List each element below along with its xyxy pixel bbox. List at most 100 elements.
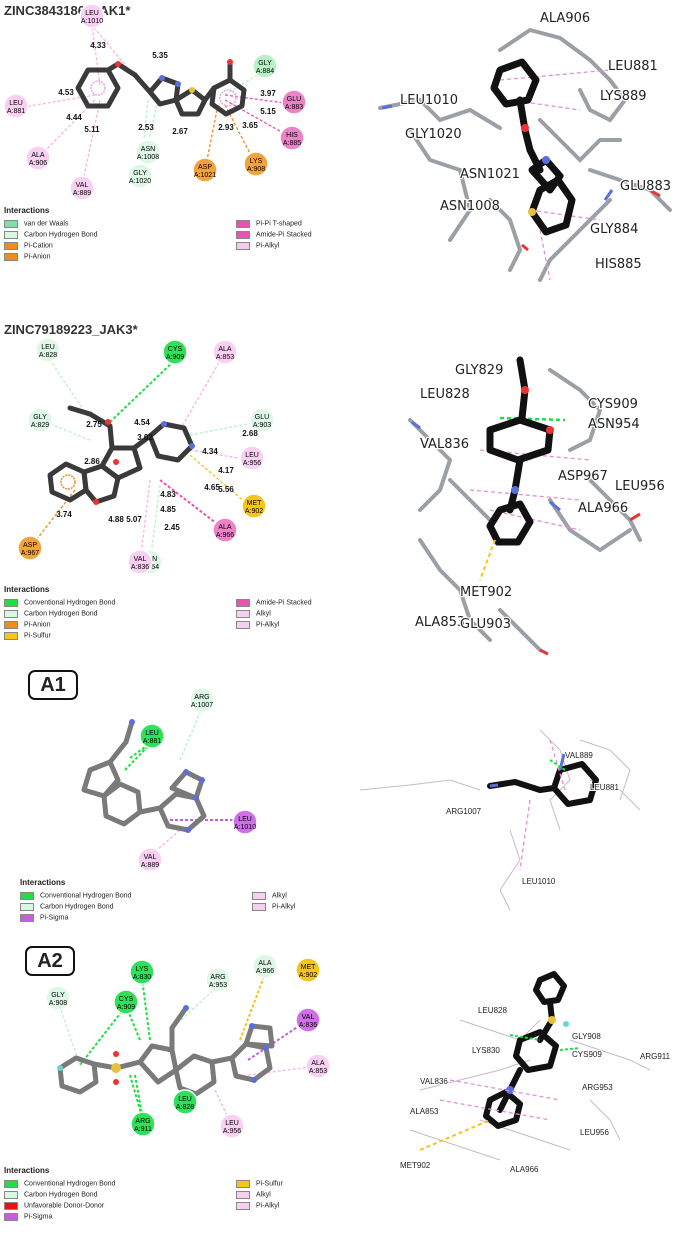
legend-swatch	[236, 1191, 250, 1199]
legend-label: Alkyl	[256, 610, 271, 618]
distance-label: 3.97	[260, 89, 276, 98]
residue-circle	[243, 151, 269, 177]
residue-label-3d: VAL836	[420, 437, 469, 452]
residue-label-3d: ALA966	[578, 501, 628, 516]
legend-swatch	[236, 599, 250, 607]
residue-circle	[249, 407, 275, 433]
residue-label-3d: ASN954	[588, 417, 640, 432]
distance-label: 2.75	[86, 420, 102, 429]
distance-label: 2.93	[218, 123, 234, 132]
residue-number: A:853	[309, 1068, 327, 1075]
residue-circle	[130, 1111, 156, 1137]
legend-title: Interactions	[20, 878, 66, 887]
legend-item: Alkyl	[252, 892, 287, 901]
residue-number: A:908	[247, 166, 265, 173]
residue-name: LEU	[85, 10, 99, 17]
distance-label: 2.86	[84, 457, 100, 466]
distance-label: 4.83	[160, 490, 176, 499]
residue-circle	[239, 445, 265, 471]
residue-number: A:966	[216, 532, 234, 539]
distance-label: 4.33	[90, 41, 106, 50]
residue-number: A:1010	[81, 18, 103, 25]
residue-name: HIS	[286, 132, 298, 139]
distance-label: 4.53	[58, 88, 74, 97]
residue-label-3d: GLY1020	[405, 127, 462, 142]
residue-number: A:830	[133, 974, 151, 981]
residue-name: LYS	[250, 158, 263, 165]
residue-number: A:881	[143, 738, 161, 745]
residue-name: ARG	[194, 694, 209, 701]
residue-number: A:881	[7, 108, 25, 115]
residue-name: VAL	[144, 854, 157, 861]
legend-item: Pi-Sigma	[4, 1213, 52, 1222]
legend-item: Conventional Hydrogen Bond	[4, 1180, 115, 1189]
legend-label: Pi-Cation	[24, 242, 53, 250]
legend-swatch	[4, 220, 18, 228]
distance-label: 3.74	[56, 510, 72, 519]
residue-name: ALA	[31, 152, 45, 159]
distance-label: 4.44	[66, 113, 82, 122]
legend-item: Pi-Alkyl	[252, 903, 295, 912]
legend-label: Pi-Alkyl	[256, 621, 280, 629]
legend-label: Pi-Sulfur	[256, 1180, 283, 1188]
residue-circle	[212, 339, 238, 365]
legend-title: Interactions	[4, 206, 50, 215]
residue-circle	[252, 953, 278, 979]
residue-label-3d: LYS889	[600, 89, 647, 104]
residue-circle	[135, 139, 161, 165]
residue-circle	[219, 1113, 245, 1139]
distance-label: 5.11	[84, 125, 100, 134]
residue-number: A:967	[21, 550, 39, 557]
legend-swatch	[4, 1213, 18, 1221]
residue-number: A:909	[166, 354, 184, 361]
residue-circle	[295, 1007, 321, 1033]
panel2-3d-residue-labels: GLY829LEU828CYS909ASN954VAL836ASP967LEU9…	[414, 362, 666, 634]
residue-label-3d: GLY908	[572, 1032, 601, 1041]
legend-item: Pi-Sulfur	[4, 632, 51, 641]
distance-label: 4.88	[108, 515, 124, 524]
residue-label-3d: ALA966	[510, 1165, 539, 1174]
distance-label: 2.67	[172, 127, 188, 136]
legend-label: Carbon Hydrogen Bond	[24, 610, 98, 618]
legend-swatch	[20, 892, 34, 900]
legend-swatch	[4, 1191, 18, 1199]
residue-name: LEU	[41, 344, 55, 351]
residue-circle	[172, 1089, 198, 1115]
residue-label-3d: LYS830	[472, 1046, 500, 1055]
residue-number: A:903	[253, 422, 271, 429]
legend-item: Pi-Anion	[4, 253, 50, 262]
legend-swatch	[4, 610, 18, 618]
residue-number: A:1020	[129, 178, 151, 185]
residue-number: A:906	[29, 160, 47, 167]
residue-label-3d: ARG911	[640, 1052, 671, 1061]
residue-label-3d: LEU828	[478, 1006, 507, 1015]
legend-label: Conventional Hydrogen Bond	[40, 892, 132, 900]
residue-label-3d: VAL889	[565, 751, 593, 760]
residue-number: A:956	[243, 460, 261, 467]
legend-item: Conventional Hydrogen Bond	[20, 892, 131, 901]
residue-label-3d: ALA853	[415, 615, 465, 630]
residue-name: LEU	[178, 1096, 192, 1103]
residue-circle	[162, 339, 188, 365]
residue-label-3d: ALA906	[540, 11, 590, 26]
residue-number: A:902	[245, 508, 263, 515]
panel2-title: ZINC79189223_JAK3*	[4, 322, 138, 337]
residue-label-3d: ASN1021	[460, 167, 520, 182]
legend-item: Unfavorable Donor-Donor	[4, 1202, 104, 1211]
residue-circle	[252, 53, 278, 79]
legend-item: Alkyl	[236, 610, 271, 619]
residue-name: ASN	[141, 146, 155, 153]
